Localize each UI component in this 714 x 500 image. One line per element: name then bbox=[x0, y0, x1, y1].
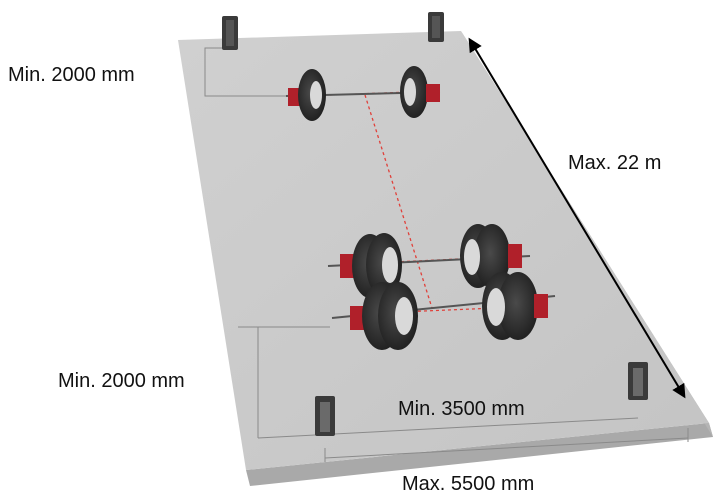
sensor-post-rear-right bbox=[628, 362, 648, 400]
sensor-post-front-right bbox=[428, 12, 444, 42]
rear-right-wheel-1 bbox=[460, 224, 522, 288]
max-width-label: Max. 5500 mm bbox=[402, 473, 535, 495]
sensor-post-front-left bbox=[222, 16, 238, 50]
rear-axle-2 bbox=[331, 272, 556, 350]
min-rear-offset-label: Min. 2000 mm bbox=[58, 370, 185, 392]
rear-width-dimension-max bbox=[324, 437, 689, 459]
front-right-wheel bbox=[400, 66, 440, 118]
rear-axle-1 bbox=[327, 224, 531, 298]
sensor-post-rear-left bbox=[315, 396, 335, 436]
rear-left-wheel-1 bbox=[340, 233, 402, 298]
min-front-offset-label: Min. 2000 mm bbox=[8, 64, 135, 86]
platform-side-edge bbox=[246, 423, 713, 486]
min-width-label: Min. 3500 mm bbox=[398, 398, 525, 420]
max-length-arrow bbox=[468, 37, 686, 399]
front-offset-dimension bbox=[204, 47, 290, 97]
rear-left-wheel-2 bbox=[350, 282, 418, 350]
front-left-wheel bbox=[288, 69, 326, 121]
rear-right-wheel-2 bbox=[482, 272, 548, 340]
max-length-label: Max. 22 m bbox=[568, 152, 662, 174]
front-axle bbox=[285, 66, 441, 121]
